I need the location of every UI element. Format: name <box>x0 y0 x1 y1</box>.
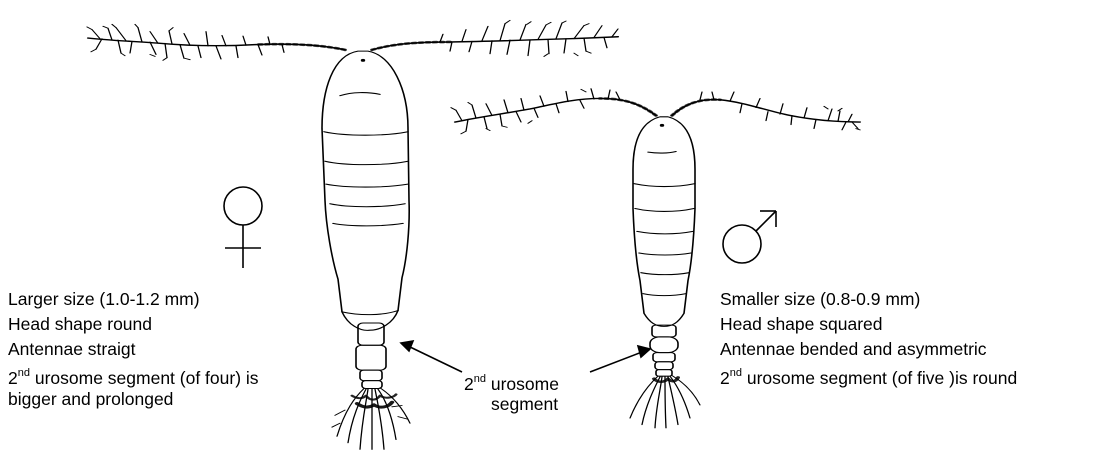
ordinal-number: 2 <box>8 368 18 388</box>
ordinal-suffix: nd <box>474 373 486 385</box>
male-symbol-icon <box>720 203 784 267</box>
male-trait-urosome-line1: 2nd urosome segment (of five )is round <box>720 362 1017 390</box>
female-trait-antennae: Antennae straigt <box>8 337 135 362</box>
arrow-line-female <box>408 346 462 372</box>
ordinal-suffix: nd <box>730 367 742 379</box>
female-symbol-icon <box>213 180 273 270</box>
female-trait-urosome-line2: bigger and prolonged <box>8 387 173 412</box>
callout-label-line2: segment <box>491 392 558 417</box>
urosome-text: urosome segment (of five )is round <box>742 368 1017 388</box>
ordinal-number: 2 <box>464 374 474 394</box>
male-trait-head: Head shape squared <box>720 312 882 337</box>
urosome-text: urosome segment (of four) is <box>30 368 259 388</box>
arrow-head-female-icon <box>401 341 413 351</box>
ordinal-suffix: nd <box>18 367 30 379</box>
female-trait-size: Larger size (1.0-1.2 mm) <box>8 287 200 312</box>
arrow-line-male <box>590 352 642 372</box>
ordinal-number: 2 <box>720 368 730 388</box>
male-trait-antennae: Antennae bended and asymmetric <box>720 337 987 362</box>
callout-text: urosome <box>486 374 559 394</box>
female-trait-head: Head shape round <box>8 312 152 337</box>
arrow-head-male-icon <box>638 346 650 357</box>
male-trait-size: Smaller size (0.8-0.9 mm) <box>720 287 920 312</box>
